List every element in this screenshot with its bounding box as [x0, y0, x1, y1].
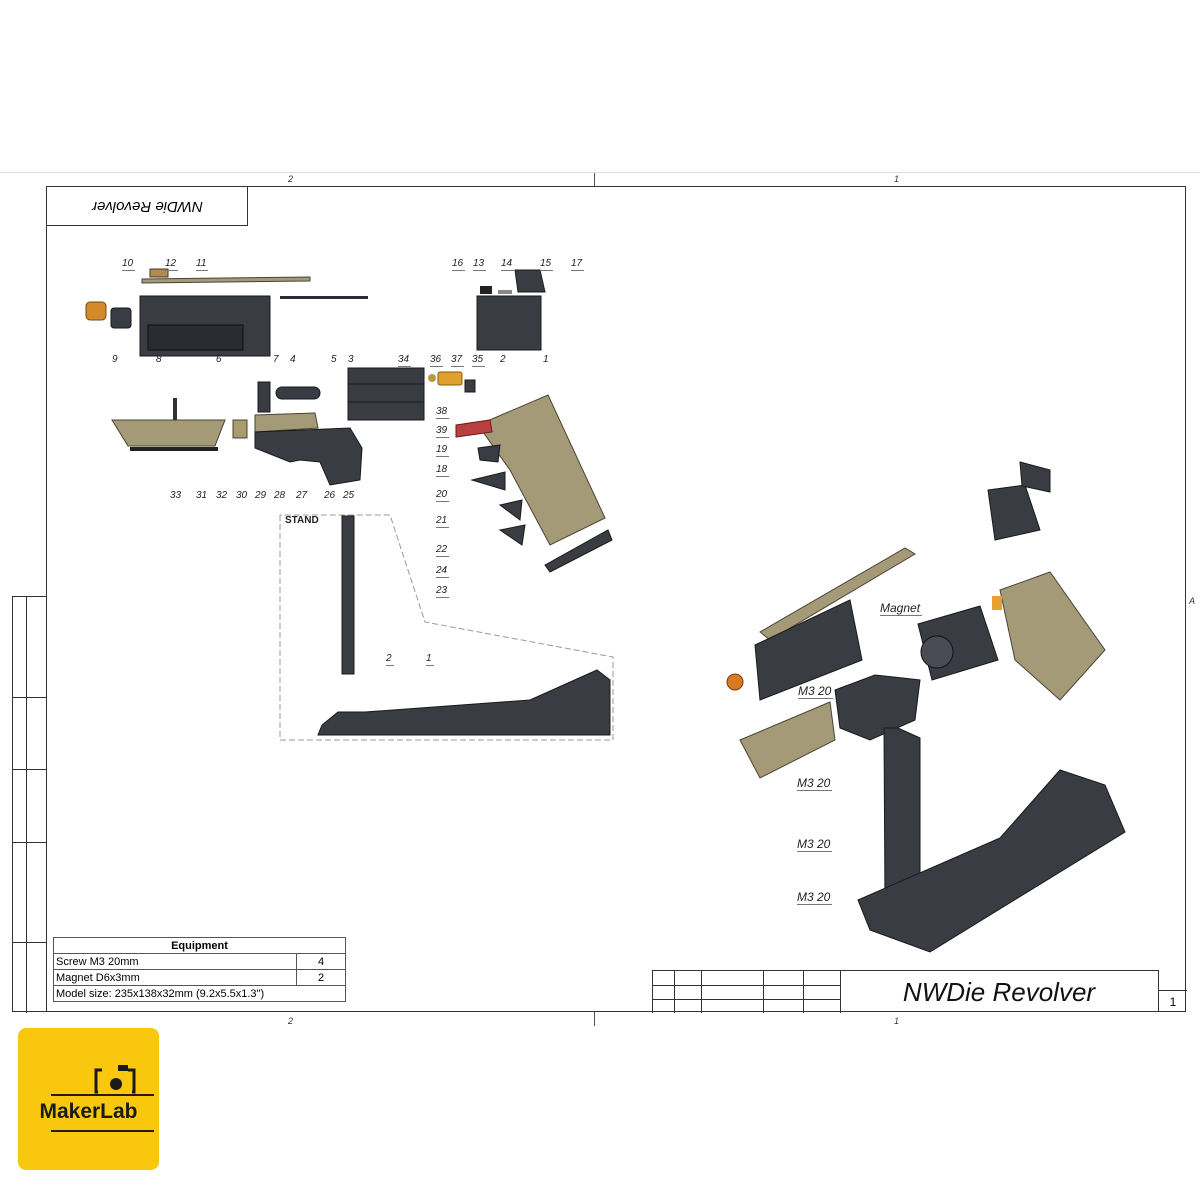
part-label-30: 30 [236, 490, 248, 501]
table-row: Magnet D6x3mm 2 [53, 969, 346, 986]
part-label-37: 37 [451, 354, 465, 367]
part-label-1: 1 [543, 354, 549, 365]
part-label-38: 38 [436, 406, 450, 419]
part-label-9: 9 [112, 354, 118, 365]
callout-magnet: Magnet [880, 601, 923, 616]
part-label-24: 24 [436, 565, 450, 578]
equipment-qty: 2 [296, 969, 346, 986]
part-label-2: 2 [500, 354, 506, 365]
model-size: Model size: 235x138x32mm (9.2x5.5x1.3") [53, 985, 346, 1002]
part-label-25: 25 [343, 490, 355, 501]
part-label-39: 39 [436, 425, 450, 438]
logo-divider-top [51, 1094, 154, 1096]
zone-top-2: 2 [288, 174, 294, 184]
drawing-sheet [0, 172, 1200, 1028]
sheet-number: 1 [1159, 990, 1187, 1013]
part-label-32: 32 [216, 490, 228, 501]
callout-m3-20-a: M3 20 [798, 684, 834, 699]
part-label-12: 12 [165, 258, 179, 271]
part-label-13: 13 [473, 258, 487, 271]
part-label-16: 16 [452, 258, 466, 271]
part-label-3: 3 [348, 354, 354, 365]
part-label-36: 36 [430, 354, 444, 367]
part-label-6: 6 [216, 354, 222, 365]
part-label-14: 14 [501, 258, 515, 271]
zone-divider-bottom [594, 1012, 595, 1026]
part-label-31: 31 [196, 490, 208, 501]
part-label-15: 15 [540, 258, 554, 271]
zone-divider-top [594, 173, 595, 186]
part-label-10: 10 [122, 258, 136, 271]
zone-bottom-1: 1 [894, 1016, 900, 1026]
logo-divider-bottom [51, 1130, 154, 1132]
callout-m3-20-b: M3 20 [797, 776, 833, 791]
zone-bottom-2: 2 [288, 1016, 294, 1026]
title-block-title: NWDie Revolver [902, 976, 1096, 1007]
callout-m3-20-d: M3 20 [797, 890, 833, 905]
equipment-header: Equipment [53, 937, 346, 954]
part-label-23: 23 [436, 585, 450, 598]
table-row: Screw M3 20mm 4 [53, 953, 346, 970]
logo-text: MakerLab [39, 1100, 138, 1123]
part-label-20: 20 [436, 489, 450, 502]
part-label-33: 33 [170, 490, 182, 501]
callout-m3-20-c: M3 20 [797, 837, 833, 852]
part-label-34: 34 [398, 354, 412, 367]
part-label-11: 11 [196, 258, 209, 271]
title-block [652, 970, 1159, 1013]
part-label-28: 28 [274, 490, 286, 501]
equipment-item: Screw M3 20mm [53, 953, 297, 970]
sheet-number-box: 1 [1158, 970, 1187, 1012]
printer-rabbit-icon [94, 1065, 136, 1094]
part-label-27: 27 [296, 490, 308, 501]
stand-part-label-2: 2 [386, 653, 394, 666]
drawing-frame [46, 186, 1186, 1012]
equipment-table: Equipment Screw M3 20mm 4 Magnet D6x3mm … [53, 937, 346, 1002]
stand-part-label-1: 1 [426, 653, 434, 666]
part-label-35: 35 [472, 354, 486, 367]
makerlab-logo: MakerLab [18, 1028, 159, 1170]
stand-label: STAND [285, 515, 319, 526]
zone-right-a: A [1189, 596, 1196, 606]
part-label-17: 17 [571, 258, 585, 271]
part-label-5: 5 [331, 354, 337, 365]
side-revision-grid [12, 596, 47, 1013]
part-label-7: 7 [273, 354, 279, 365]
zone-top-1: 1 [894, 174, 900, 184]
equipment-item: Magnet D6x3mm [53, 969, 297, 986]
part-label-19: 19 [436, 444, 450, 457]
part-label-22: 22 [436, 544, 450, 557]
part-label-4: 4 [290, 354, 296, 365]
part-label-18: 18 [436, 464, 450, 477]
part-label-26: 26 [324, 490, 336, 501]
part-label-29: 29 [255, 490, 267, 501]
part-label-8: 8 [156, 354, 162, 365]
part-label-21: 21 [436, 515, 450, 528]
flipped-title-box: NWDie Revolver [47, 187, 248, 226]
equipment-qty: 4 [296, 953, 346, 970]
